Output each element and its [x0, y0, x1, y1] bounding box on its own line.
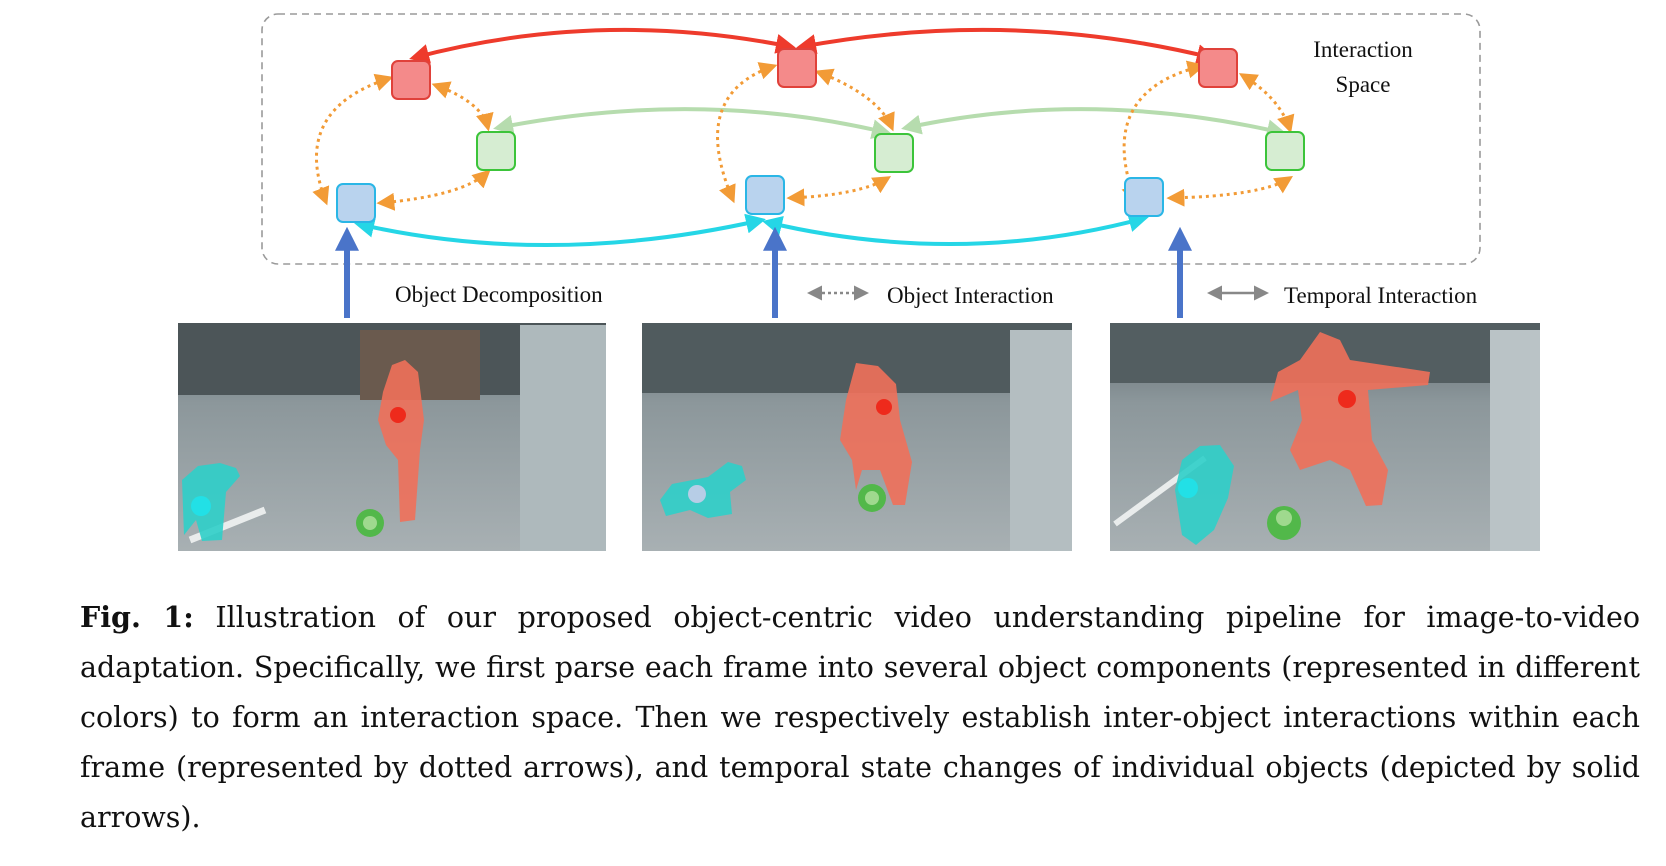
object-interaction-arrow-f3-ball-dog	[1166, 176, 1294, 207]
node-ball-frame1	[476, 131, 516, 171]
node-dog-frame3	[1124, 177, 1164, 217]
mask-dog-frame1	[182, 463, 240, 541]
legend-temporal-interaction: Temporal Interaction	[1284, 283, 1478, 308]
temporal-arrow-person-1-2	[409, 27, 796, 64]
video-frame-2	[642, 323, 1072, 551]
figure-caption: Fig. 1: Illustration of our proposed obj…	[80, 592, 1640, 843]
mask-dog-frame3	[1175, 445, 1234, 545]
temporal-arrow-dog-1-2	[354, 213, 766, 248]
mask-person-frame2	[840, 363, 912, 505]
legend-object-decomposition: Object Decomposition	[395, 282, 603, 307]
dot-person-frame3	[1338, 390, 1356, 408]
dot-person-frame1	[390, 407, 406, 423]
node-ball-frame3	[1265, 131, 1305, 171]
mask-person-frame3	[1270, 332, 1430, 506]
object-interaction-arrow-f3-person-dog	[1121, 60, 1206, 204]
node-dog-frame1	[336, 183, 376, 223]
node-person-frame1	[391, 60, 431, 100]
dot-ball-frame2	[865, 491, 879, 505]
object-interaction-arrow-f1-ball-dog	[376, 169, 491, 211]
object-interaction-arrow-f1-person-ball	[431, 81, 494, 132]
dot-dog-frame3	[1178, 478, 1198, 498]
pipeline-figure: Interaction Space Object Decomposition O…	[178, 13, 1540, 551]
temporal-arrow-ball-1-2	[493, 107, 892, 140]
video-frame-1	[178, 323, 606, 551]
node-ball-frame2	[874, 133, 914, 173]
dot-ball-frame1	[363, 516, 377, 530]
video-frame-3	[1110, 323, 1540, 551]
node-person-frame3	[1198, 48, 1238, 88]
interaction-space-box	[261, 13, 1481, 265]
mask-person-frame1	[378, 360, 424, 522]
caption-text: Illustration of our proposed object-cent…	[80, 601, 1641, 834]
object-interaction-arrow-f2-ball-dog	[786, 176, 892, 207]
interaction-space-label-line2: Space	[1336, 72, 1391, 97]
node-person-frame2	[777, 48, 817, 88]
object-interaction-arrow-f1-person-dog	[312, 73, 394, 206]
dot-ball-frame3	[1276, 510, 1292, 526]
dot-person-frame2	[876, 399, 892, 415]
legend-object-interaction: Object Interaction	[887, 283, 1054, 308]
interaction-space-label-line1: Interaction	[1313, 37, 1413, 62]
temporal-arrow-ball-2-3	[901, 107, 1287, 140]
temporal-arrow-dog-2-3	[762, 212, 1149, 246]
temporal-arrow-person-2-3	[796, 27, 1217, 64]
dot-dog-frame2	[688, 485, 706, 503]
node-dog-frame2	[745, 175, 785, 215]
caption-label: Fig. 1:	[80, 600, 194, 634]
dot-dog-frame1	[191, 496, 211, 516]
object-interaction-arrow-f3-person-ball	[1238, 73, 1295, 134]
